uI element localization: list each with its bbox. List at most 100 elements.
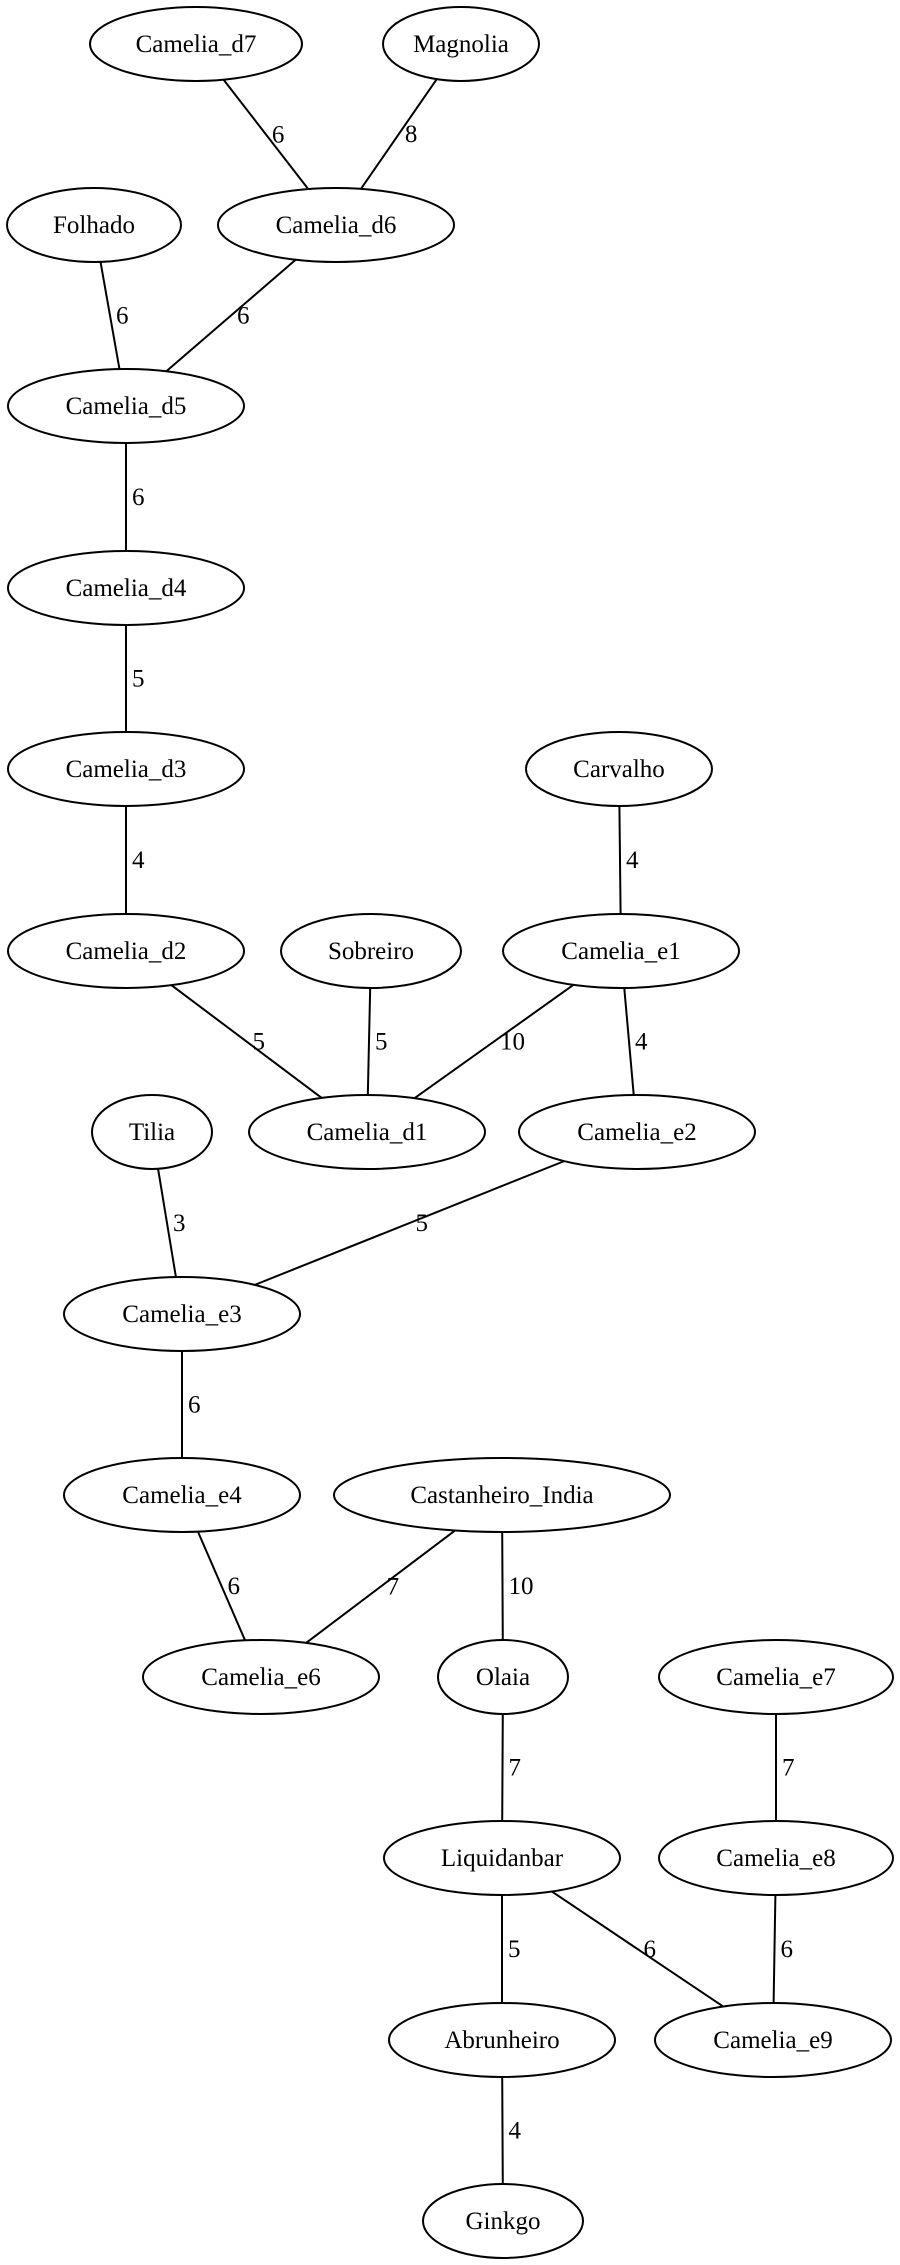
edge-camelia_e1-camelia_e2: 4 [623, 987, 648, 1096]
node-label: Ginkgo [466, 2208, 541, 2235]
node-ellipse [518, 1094, 756, 1170]
node-label: Sobreiro [328, 938, 414, 965]
node-camelia_e7: Camelia_e7 [658, 1639, 894, 1715]
edge-weight-label: 6 [188, 1392, 201, 1419]
node-label: Camelia_e9 [713, 2027, 832, 2054]
edge-weight-label: 10 [500, 1029, 525, 1056]
edge-camelia_d4-camelia_d3: 5 [125, 625, 145, 732]
node-ellipse [658, 1639, 894, 1715]
edge-camelia_d6-camelia_d5: 6 [165, 259, 297, 372]
edge-camelia_e7-camelia_e8: 7 [775, 1714, 795, 1821]
edge-weight-label: 4 [635, 1029, 648, 1056]
node-label: Camelia_e7 [716, 1664, 835, 1691]
node-label: Camelia_d1 [307, 1119, 428, 1146]
node-camelia_e4: Camelia_e4 [63, 1457, 301, 1533]
node-camelia_d4: Camelia_d4 [7, 550, 245, 626]
node-label: Folhado [53, 212, 135, 239]
node-ellipse [658, 1820, 894, 1896]
node-ellipse [422, 2183, 584, 2259]
node-olaia: Olaia [437, 1639, 569, 1715]
node-sobreiro: Sobreiro [280, 913, 462, 989]
edge-castanheiro_india-olaia: 10 [501, 1531, 534, 1641]
edge-line [501, 2076, 504, 2185]
node-ellipse [382, 6, 540, 82]
edge-weight-label: 6 [116, 302, 129, 329]
node-label: Camelia_d7 [136, 31, 257, 58]
node-carvalho: Carvalho [525, 731, 713, 807]
edge-liquidanbar-abrunheiro: 5 [501, 1895, 521, 2003]
edge-weight-label: 10 [509, 1573, 534, 1600]
edge-line [170, 984, 323, 1099]
edge-line [305, 1529, 456, 1644]
node-label: Abrunheiro [444, 2027, 559, 2054]
edge-magnolia-camelia_d6: 8 [360, 78, 438, 190]
node-camelia_d3: Camelia_d3 [7, 731, 245, 807]
node-liquidanbar: Liquidanbar [383, 1820, 621, 1896]
node-label: Carvalho [573, 756, 665, 783]
node-ellipse [63, 1457, 301, 1533]
edge-weight-label: 3 [173, 1210, 186, 1237]
node-ellipse [7, 550, 245, 626]
edge-weight-label: 6 [228, 1573, 241, 1600]
edge-olaia-liquidanbar: 7 [501, 1713, 522, 1822]
edge-weight-label: 4 [509, 2118, 522, 2145]
node-ellipse [280, 913, 462, 989]
node-ginkgo: Ginkgo [422, 2183, 584, 2259]
node-ellipse [7, 731, 245, 807]
edge-line [501, 1713, 504, 1822]
edge-weight-label: 7 [509, 1754, 522, 1781]
node-label: Liquidanbar [441, 1845, 564, 1872]
edge-weight-label: 5 [253, 1029, 266, 1056]
edge-line [360, 78, 438, 190]
node-camelia_e8: Camelia_e8 [658, 1820, 894, 1896]
edge-weight-label: 4 [626, 847, 639, 874]
node-ellipse [7, 368, 245, 444]
edge-camelia_e8-camelia_e9: 6 [772, 1894, 793, 2004]
node-folhado: Folhado [6, 187, 182, 263]
node-label: Camelia_e8 [716, 1845, 835, 1872]
edge-line [501, 1531, 504, 1641]
node-camelia_d7: Camelia_d7 [89, 6, 303, 82]
node-ellipse [383, 1820, 621, 1896]
edge-liquidanbar-camelia_e9: 6 [551, 1890, 724, 2008]
edge-line [623, 987, 635, 1096]
node-ellipse [89, 6, 303, 82]
node-ellipse [7, 913, 245, 989]
edge-weight-label: 6 [132, 484, 145, 511]
edge-weight-label: 6 [237, 303, 250, 330]
node-ellipse [248, 1094, 486, 1170]
edge-line [165, 259, 297, 372]
edge-line [413, 984, 575, 1099]
node-label: Camelia_d2 [66, 938, 187, 965]
edge-camelia_e2-camelia_e3: 5 [254, 1160, 565, 1286]
edge-camelia_d7-camelia_d6: 6 [222, 79, 309, 190]
edge-weight-label: 8 [405, 121, 418, 148]
node-label: Olaia [476, 1664, 530, 1691]
node-magnolia: Magnolia [382, 6, 540, 82]
node-ellipse [525, 731, 713, 807]
node-ellipse [437, 1639, 569, 1715]
edge-weight-label: 7 [782, 1755, 795, 1782]
edge-carvalho-camelia_e1: 4 [618, 805, 639, 915]
edge-line [254, 1160, 565, 1286]
node-label: Camelia_d3 [66, 756, 187, 783]
node-ellipse [333, 1457, 671, 1533]
edge-line [196, 1531, 247, 1641]
edge-line [551, 1890, 724, 2008]
node-camelia_d1: Camelia_d1 [248, 1094, 486, 1170]
node-label: Camelia_d4 [66, 575, 187, 602]
edge-line [222, 79, 309, 190]
node-label: Magnolia [413, 31, 509, 58]
node-ellipse [91, 1094, 213, 1170]
edge-sobreiro-camelia_d1: 5 [366, 987, 388, 1096]
edge-line [157, 1168, 177, 1278]
node-label: Camelia_e1 [561, 938, 680, 965]
edge-tilia-camelia_e3: 3 [157, 1168, 186, 1278]
node-ellipse [217, 187, 455, 263]
node-label: Camelia_d6 [276, 212, 397, 239]
node-camelia_e3: Camelia_e3 [63, 1276, 301, 1352]
edge-weight-label: 5 [416, 1210, 429, 1237]
